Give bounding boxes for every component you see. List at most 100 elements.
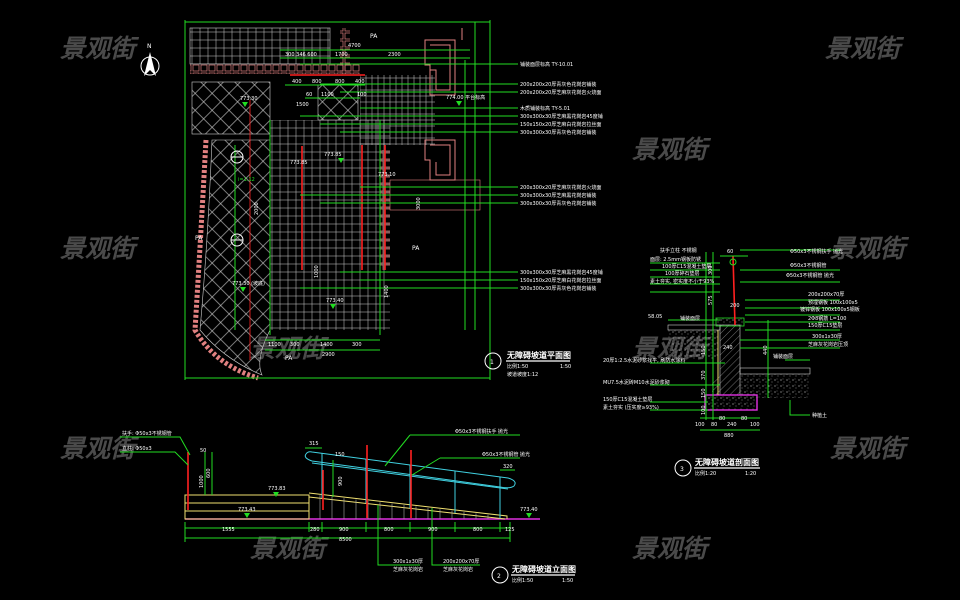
dim-text: 300	[708, 265, 714, 275]
level-text: 773.85	[324, 152, 342, 158]
level-text: 58.05	[648, 314, 662, 320]
area-label: PA	[412, 245, 420, 252]
dim-text: 8500	[339, 537, 352, 543]
title-number: 3	[680, 466, 684, 473]
retaining-wall	[719, 324, 741, 396]
plan-curved-brick-edge	[192, 139, 259, 381]
callout-text: 300x300x30厚芝麻黑花岗岩45度铺	[520, 113, 603, 120]
dim-text: 900	[338, 476, 344, 486]
dim-text: 1000	[199, 475, 205, 488]
drawing-note: 坡道坡度1:12	[507, 371, 538, 378]
callout-text: 300x300x30厚青灰色花岗岩铺装	[520, 200, 596, 207]
dim-text: 3000	[416, 197, 422, 210]
callout-text: 300x1x30厚	[393, 559, 423, 565]
section-dimension-lines	[650, 249, 840, 431]
callout-text: Φ50x3不锈钢管	[790, 262, 826, 269]
dim-text: 2300	[388, 52, 401, 58]
dim-text: 80	[711, 422, 717, 428]
dim-text: 1500	[296, 102, 309, 108]
callout-text: 200x200x70厚	[443, 559, 479, 565]
dim-text: 150	[701, 345, 707, 355]
level-text: 773.40	[326, 298, 344, 304]
plan-red-edges	[249, 74, 386, 360]
callout-text: 300x300x30厚青灰色花岗岩铺装	[520, 285, 596, 292]
north-label: N	[147, 43, 152, 50]
dim-text: 2900	[322, 352, 335, 358]
callout-text: Φ50x3不锈钢扶手 抛光	[455, 428, 508, 435]
callout-text: Φ50x3不锈钢管 抛光	[482, 451, 530, 458]
watermark-text: 景观街	[632, 135, 712, 164]
callout-text: 铺装面层标高 TY-10.01	[520, 61, 573, 68]
dim-text: 1400	[320, 342, 333, 348]
dim-text: 315	[309, 441, 319, 447]
plan-ramp-tiles	[360, 75, 435, 145]
watermarks: 景观街景观街景观街景观街景观街景观街景观街景观街景观街景观街景观街	[60, 34, 910, 563]
plan-title-block: 1 无障碍坡道平面图 比例1:50 1:50 坡道坡度1:12	[484, 350, 571, 378]
watermark-text: 景观街	[60, 434, 140, 463]
handrail	[304, 451, 516, 518]
watermark-text: 景观街	[632, 534, 712, 563]
callout-text: 200x300x20厚芝麻灰花岗岩火烧面	[520, 184, 601, 191]
plan-callout-leaders	[300, 63, 518, 289]
watermark-text: 景观街	[60, 34, 140, 63]
callout-text: 种植土	[812, 412, 827, 419]
dim-text: 1100	[268, 342, 281, 348]
level-text: 773.85	[290, 160, 308, 166]
callout-text: 100厚C15混凝土垫层	[662, 263, 711, 270]
dim-text: 80	[719, 416, 725, 422]
drawing-title: 无障碍坡道立面图	[511, 564, 576, 574]
callout-text: 素土夯实, 密实度不小于93%	[650, 278, 715, 285]
dim-text: 200	[730, 303, 740, 309]
watermark-text: 景观街	[250, 534, 330, 563]
plan-center-tiles	[270, 120, 390, 330]
drawing-title: 无障碍坡道平面图	[506, 350, 571, 360]
plan-top-tiles	[189, 27, 331, 65]
dim-text: 800	[335, 79, 345, 85]
callout-text: 立柱: Φ50x3	[122, 445, 152, 452]
dim-text: 150	[335, 452, 345, 458]
dim-text: 370	[701, 370, 707, 380]
callout-text: 铺装面层	[773, 353, 793, 360]
dim-text: 100	[750, 422, 760, 428]
dim-text: 900	[339, 527, 349, 533]
callout-text: MU7.5水泥砖M10水泥砂浆砌	[603, 379, 670, 386]
dim-text: 60	[727, 249, 733, 255]
dim-text: 600	[206, 468, 212, 478]
dim-text: 900	[428, 527, 438, 533]
dim-text: 4700	[348, 43, 361, 49]
drawing-scale: 1:50	[560, 364, 571, 370]
dim-text: 240	[723, 345, 733, 351]
section-drawing: 扶手立柱 不锈钢 面层: 2.5mm钢板防锈 100厚C15混凝土垫层 100厚…	[603, 247, 860, 477]
dim-text: 300	[352, 342, 362, 348]
callout-text: 300x300x30厚芝麻黑花岗岩45度铺	[520, 269, 603, 276]
watermark-text: 景观街	[825, 34, 905, 63]
callout-text: 扶手: Φ50x3不锈钢管	[122, 430, 172, 437]
section-title-block: 3 无障碍坡道剖面图 比例1:20 1:20	[674, 457, 760, 477]
dim-text: 400	[292, 79, 302, 85]
dim-text: 1700	[335, 52, 348, 58]
drawing-title: 无障碍坡道剖面图	[694, 457, 759, 467]
elevation-red-lines	[187, 445, 412, 518]
dim-text: 320	[503, 464, 513, 470]
drawing-scale: 1:50	[562, 578, 573, 584]
level-text: 773.43	[238, 507, 256, 513]
level-text: 773.30	[240, 96, 258, 102]
drawing-scale-label: 比例1:50	[512, 577, 533, 584]
area-label: PA	[195, 235, 203, 242]
dim-text: 300	[290, 342, 300, 348]
title-number: 1	[490, 359, 494, 366]
dim-text: 400	[355, 79, 365, 85]
callout-text: 150x150x20厚芝麻白花岗岩拉丝面	[520, 121, 601, 128]
level-text: 774.00 平台标高	[446, 94, 485, 101]
callout-text: 铺装面层	[680, 315, 700, 322]
plan-diamond-area	[191, 81, 271, 135]
callout-text: 300x300x30厚青灰色花岗岩铺装	[520, 129, 596, 136]
dim-text: 880	[724, 433, 734, 439]
dim-text: 100	[701, 405, 707, 415]
callout-text: 200x200x70厚	[808, 292, 844, 298]
callout-text: 预埋钢板 100x100x5	[808, 299, 858, 306]
plan-drawing: PA PA PA PA 4700 300 346 600 1700 2300 4…	[184, 20, 603, 381]
callout-text: 芝麻灰花岗岩压顶	[808, 341, 848, 348]
plan-brick-band	[190, 64, 360, 74]
watermark-text: 景观街	[60, 234, 140, 263]
